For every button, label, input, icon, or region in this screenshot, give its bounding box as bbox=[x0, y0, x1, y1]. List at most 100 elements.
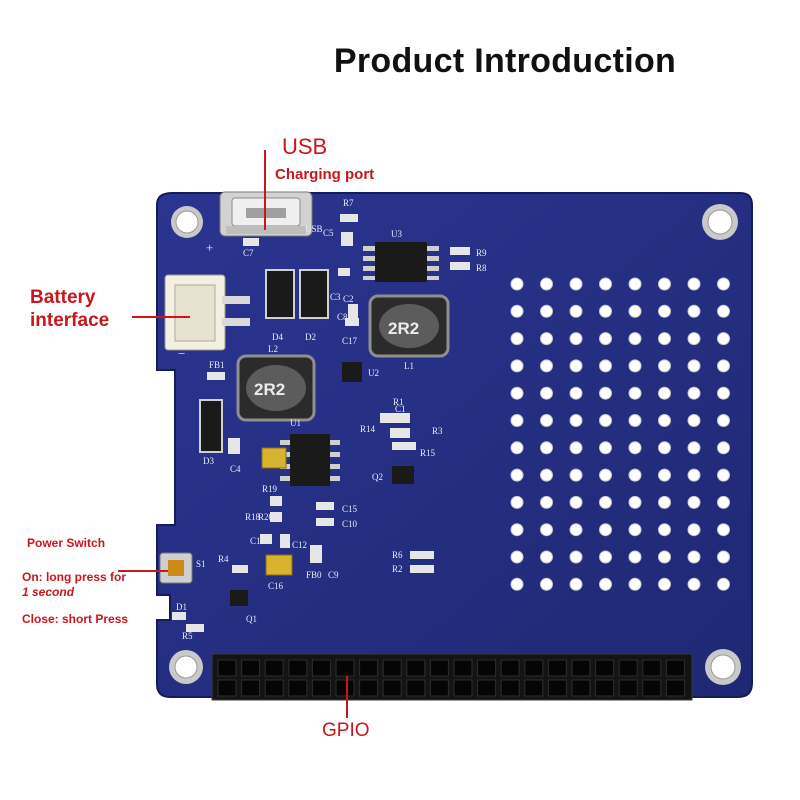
silk-r7: R7 bbox=[343, 198, 354, 208]
proto-hole bbox=[628, 332, 642, 346]
proto-hole bbox=[717, 277, 730, 291]
proto-hole bbox=[687, 468, 701, 482]
gpio-pin bbox=[335, 659, 355, 677]
smd-components bbox=[172, 214, 470, 632]
silk-c1: C1 bbox=[395, 404, 406, 414]
gpio-pin bbox=[642, 679, 662, 697]
silk-r18: R18 bbox=[245, 512, 261, 522]
gpio-pin bbox=[595, 679, 615, 697]
proto-hole bbox=[687, 304, 701, 318]
proto-hole bbox=[510, 441, 524, 455]
proto-hole bbox=[510, 359, 524, 373]
proto-hole bbox=[717, 386, 730, 400]
silk-r4: R4 bbox=[218, 554, 229, 564]
proto-hole bbox=[599, 332, 612, 346]
proto-hole bbox=[569, 523, 583, 537]
ic-u1 bbox=[280, 434, 340, 486]
silk-usb: USB bbox=[305, 224, 323, 234]
silk-c9: C9 bbox=[328, 570, 339, 580]
proto-hole bbox=[599, 523, 612, 537]
proto-hole bbox=[658, 441, 671, 455]
proto-hole bbox=[717, 523, 730, 537]
proto-hole bbox=[628, 359, 642, 373]
proto-hole bbox=[717, 414, 730, 427]
proto-hole bbox=[540, 359, 553, 373]
page-title: Product Introduction bbox=[333, 42, 677, 80]
proto-hole bbox=[658, 550, 671, 564]
gpio-pin bbox=[524, 679, 544, 697]
proto-hole bbox=[510, 468, 524, 482]
gpio-pin bbox=[359, 679, 379, 697]
silk-d3: D3 bbox=[203, 456, 214, 466]
gpio-pin bbox=[665, 679, 685, 697]
gpio-pin bbox=[524, 659, 544, 677]
proto-hole bbox=[687, 577, 701, 591]
proto-hole bbox=[540, 468, 553, 482]
proto-hole bbox=[540, 277, 553, 291]
gpio-pin bbox=[335, 679, 355, 697]
proto-hole bbox=[658, 577, 671, 591]
gpio-header bbox=[211, 653, 693, 701]
proto-hole bbox=[658, 386, 671, 400]
power-on-label: On: long press for bbox=[22, 570, 127, 584]
proto-hole bbox=[687, 414, 701, 427]
proto-hole bbox=[599, 441, 612, 455]
proto-hole bbox=[628, 577, 642, 591]
gpio-pin bbox=[595, 659, 615, 677]
proto-hole bbox=[687, 495, 701, 509]
proto-hole bbox=[569, 359, 583, 373]
silk-r5: R5 bbox=[182, 631, 193, 641]
proto-hole bbox=[540, 386, 553, 400]
proto-hole bbox=[717, 441, 730, 455]
silk-u1: U1 bbox=[290, 418, 301, 428]
silk-plus: + bbox=[206, 240, 213, 255]
mounting-holes bbox=[169, 204, 741, 685]
proto-hole bbox=[658, 277, 671, 291]
proto-hole bbox=[717, 577, 730, 591]
silk-l1: L1 bbox=[404, 361, 414, 371]
gpio-pin bbox=[453, 679, 473, 697]
proto-hole bbox=[628, 550, 642, 564]
proto-hole bbox=[717, 550, 730, 564]
proto-hole bbox=[510, 386, 524, 400]
silk-c17: C17 bbox=[342, 336, 358, 346]
usb-port bbox=[219, 191, 313, 237]
power-on-duration-label: 1 second bbox=[22, 585, 75, 599]
silk-c16: C16 bbox=[268, 581, 284, 591]
proto-hole bbox=[599, 359, 612, 373]
proto-hole bbox=[569, 414, 583, 427]
inductor-l2-label: 2R2 bbox=[254, 380, 285, 399]
gpio-pin bbox=[547, 679, 567, 697]
battery-connector bbox=[164, 274, 250, 351]
inductor-l2 bbox=[236, 354, 316, 422]
proto-hole bbox=[569, 550, 583, 564]
silk-r2: R2 bbox=[392, 564, 403, 574]
proto-hole bbox=[599, 414, 612, 427]
proto-hole bbox=[540, 495, 553, 509]
gpio-pin bbox=[382, 659, 402, 677]
gpio-pin bbox=[217, 679, 237, 697]
proto-hole bbox=[510, 577, 524, 591]
silk-r3: R3 bbox=[432, 426, 443, 436]
silk-q2: Q2 bbox=[372, 472, 383, 482]
proto-hole bbox=[599, 386, 612, 400]
silk-u3: U3 bbox=[391, 229, 402, 239]
proto-hole bbox=[628, 277, 642, 291]
proto-hole bbox=[510, 304, 524, 318]
proto-hole bbox=[658, 495, 671, 509]
proto-hole bbox=[569, 468, 583, 482]
silk-u2: U2 bbox=[368, 368, 379, 378]
proto-hole bbox=[687, 386, 701, 400]
power-switch-label: Power Switch bbox=[27, 536, 106, 550]
usb-leader-line bbox=[264, 150, 266, 230]
proto-hole bbox=[540, 523, 553, 537]
silk-d1: D1 bbox=[176, 602, 187, 612]
gpio-pin bbox=[264, 659, 284, 677]
silk-minus: − bbox=[178, 346, 185, 361]
proto-hole bbox=[717, 495, 730, 509]
proto-hole bbox=[510, 523, 524, 537]
proto-hole bbox=[599, 468, 612, 482]
battery-label-line1: Battery bbox=[30, 287, 96, 308]
gpio-pin bbox=[288, 659, 308, 677]
